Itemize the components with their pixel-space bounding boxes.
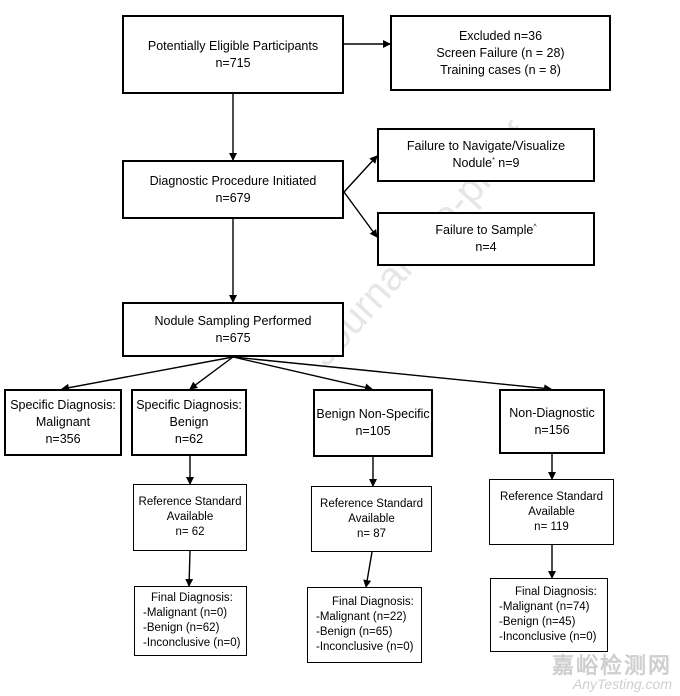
final-diagnosis-nondiagnostic-box: Final Diagnosis: -Malignant (n=74) -Beni… [490, 578, 608, 652]
box-line: -Inconclusive (n=0) [143, 637, 241, 649]
excluded-box: Excluded n=36 Screen Failure (n = 28) Tr… [390, 15, 611, 91]
final-diagnosis-nonspecific-box: Final Diagnosis: -Malignant (n=22) -Beni… [307, 587, 422, 663]
box-line: Available [348, 512, 395, 525]
box-line: n=62 [174, 432, 204, 446]
box-line: Available [166, 511, 214, 523]
box-line: Nodule* n=9 [452, 155, 519, 172]
arrow-sampling-to-nonspecific [232, 356, 373, 392]
logo-chinese-text: 嘉峪检测网 [551, 654, 672, 679]
box-line: Available [528, 505, 575, 518]
nodule-sampling-box: Nodule Sampling Performed n=675 [122, 302, 344, 357]
eligible-participants-box: Potentially Eligible Participants n=715 [122, 15, 344, 94]
box-line: Failure to Navigate/Visualize [406, 139, 566, 153]
box-line: -Malignant (n=22) [316, 611, 407, 623]
box-text: Failure to Sample [435, 223, 534, 237]
specific-malignant-box: Specific Diagnosis: Malignant n=356 [4, 389, 122, 456]
box-line: n=156 [534, 422, 570, 437]
box-line: Benign [169, 415, 209, 429]
benign-nonspecific-box: Benign Non-Specific n=105 [313, 389, 433, 457]
arrow-procedure-to-sample [343, 191, 378, 238]
box-line: n=4 [475, 240, 497, 254]
site-logo: 嘉峪检测网 AnyTesting.com [552, 648, 672, 692]
box-line: n= 62 [175, 526, 205, 538]
arrow-ref-nonspecific-to-final [363, 551, 373, 588]
box-line: Non-Diagnostic [509, 405, 595, 420]
box-line: Specific Diagnosis: [10, 398, 116, 412]
box-line: -Malignant (n=0) [143, 607, 228, 619]
box-line: -Inconclusive (n=0) [316, 641, 414, 653]
reference-standard-benign-box: Reference Standard Available n= 62 [133, 484, 247, 551]
box-line: -Benign (n=62) [143, 622, 220, 634]
box-line: Failure to Sample^ [435, 222, 536, 239]
box-line: n=105 [355, 424, 391, 438]
box-line: n= 87 [356, 527, 387, 540]
box-line: Malignant [35, 415, 91, 429]
box-line: Final Diagnosis: [332, 596, 414, 608]
arrow-sampling-to-nondiagnostic [232, 356, 552, 393]
box-line: -Malignant (n=74) [499, 601, 590, 613]
footnote-mark: ^ [533, 223, 537, 231]
box-line: Training cases (n = 8) [440, 62, 561, 77]
box-line: Screen Failure (n = 28) [436, 45, 565, 60]
box-line: Final Diagnosis: [515, 586, 597, 598]
logo-english-text: AnyTesting.com [572, 676, 672, 692]
box-line: Reference Standard [138, 496, 242, 508]
procedure-initiated-box: Diagnostic Procedure Initiated n=679 [122, 160, 344, 219]
box-line: Potentially Eligible Participants [147, 38, 319, 53]
box-line: Diagnostic Procedure Initiated [149, 173, 317, 188]
box-line: Final Diagnosis: [151, 592, 233, 604]
box-line: Excluded n=36 [458, 28, 543, 43]
failure-sample-box: Failure to Sample^ n=4 [377, 212, 595, 266]
arrow-procedure-to-navigate [343, 155, 378, 193]
box-line: Benign Non-Specific [316, 407, 430, 421]
arrow-sampling-to-benign [189, 356, 234, 390]
box-line: Reference Standard [500, 490, 603, 503]
box-line: -Inconclusive (n=0) [499, 631, 597, 643]
reference-standard-nondiagnostic-box: Reference Standard Available n= 119 [489, 479, 614, 545]
box-line: n= 119 [534, 520, 569, 533]
box-line: Nodule Sampling Performed [154, 313, 312, 328]
final-diagnosis-benign-box: Final Diagnosis: -Malignant (n=0) -Benig… [134, 586, 247, 656]
box-line: n=675 [215, 330, 251, 345]
nondiagnostic-box: Non-Diagnostic n=156 [499, 389, 605, 454]
box-line: Reference Standard [320, 497, 423, 510]
box-line: Specific Diagnosis: [136, 398, 242, 412]
arrow-sampling-to-malignant [61, 356, 234, 392]
box-line: n=679 [215, 190, 251, 205]
reference-standard-nonspecific-box: Reference Standard Available n= 87 [311, 486, 432, 552]
footnote-mark: * [492, 156, 495, 164]
box-text: Nodule [452, 156, 493, 170]
arrow-ref-benign-to-final [185, 550, 194, 587]
box-line: n=356 [45, 432, 81, 446]
specific-benign-box: Specific Diagnosis: Benign n=62 [131, 389, 247, 456]
box-line: -Benign (n=65) [316, 626, 393, 638]
failure-navigate-box: Failure to Navigate/Visualize Nodule* n=… [377, 128, 595, 182]
box-line: n=715 [215, 55, 251, 70]
box-line: -Benign (n=45) [499, 616, 576, 628]
box-text: n=9 [494, 156, 520, 170]
